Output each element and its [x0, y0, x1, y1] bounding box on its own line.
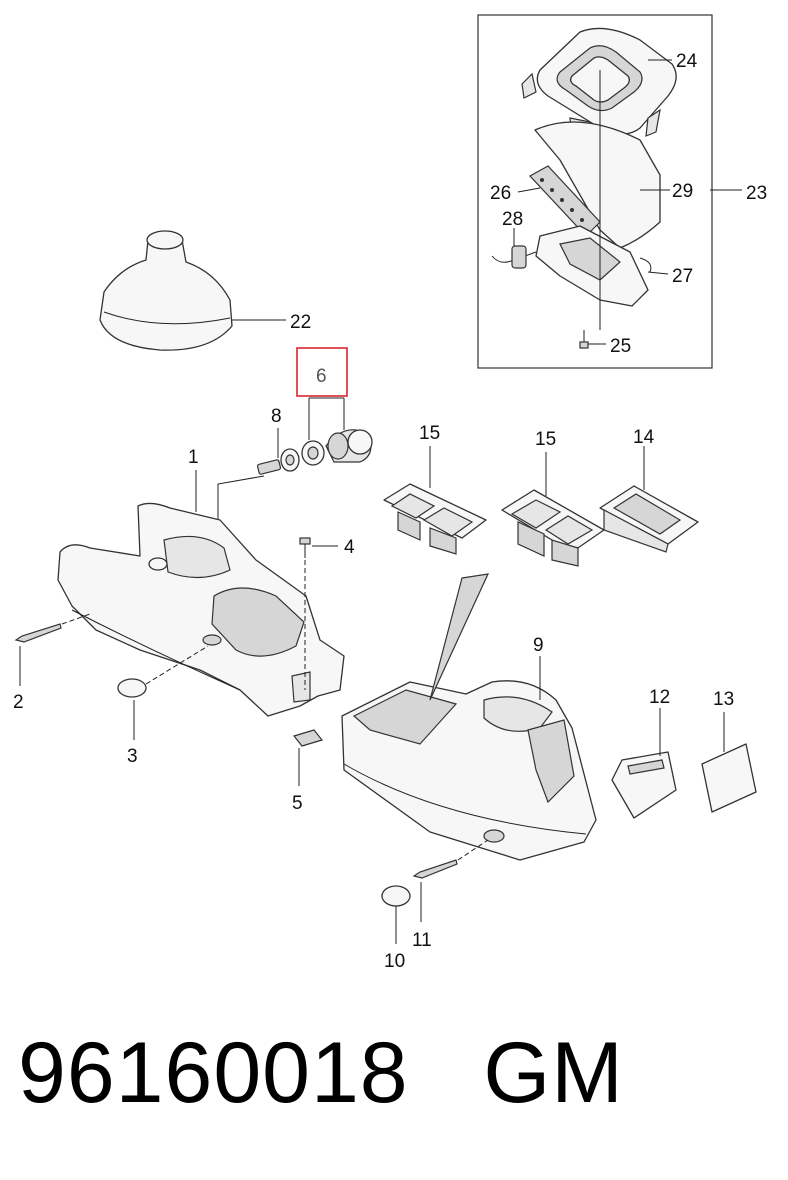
leader-6: [308, 397, 345, 440]
bracket-inner-slot: [559, 237, 621, 281]
leader-27: [647, 271, 669, 275]
part-13-cover[interactable]: [701, 743, 757, 813]
callout-15a: 15: [419, 423, 440, 444]
part-12-cover[interactable]: [611, 751, 677, 819]
part-3-plug[interactable]: [117, 678, 147, 698]
callout-14: 14: [633, 427, 655, 448]
dash-2: [61, 613, 91, 625]
part-number-caption: 96160018 GM: [18, 1030, 624, 1116]
dash-11: [457, 839, 489, 861]
part-9-rear-console[interactable]: [341, 680, 597, 861]
part-2-screw[interactable]: [14, 623, 62, 643]
part-10-plug[interactable]: [381, 885, 411, 907]
brand-name: GM: [483, 1025, 624, 1121]
part-22-shift-boot[interactable]: [99, 230, 233, 351]
callout-24: 24: [676, 51, 698, 72]
part-11-screw[interactable]: [412, 859, 458, 879]
callout-27: 27: [672, 266, 693, 287]
callout-3: 3: [127, 746, 138, 767]
callout-29: 29: [672, 181, 693, 202]
part-28-bulb-wire[interactable]: [491, 245, 537, 269]
part-27-spring-clip: [639, 257, 652, 273]
callout-25: 25: [610, 336, 631, 357]
callout-26: 26: [490, 183, 511, 204]
callout-1: 1: [188, 447, 199, 468]
callout-5: 5: [292, 793, 303, 814]
inset-assembly-box: [477, 14, 713, 369]
part-6-shift-knob-assembly[interactable]: [280, 429, 373, 472]
callout-10: 10: [384, 951, 405, 972]
part-8-shift-shaft[interactable]: [256, 428, 282, 475]
callout-13: 13: [713, 689, 734, 710]
callout-12: 12: [649, 687, 670, 708]
callout-15b: 15: [535, 429, 556, 450]
dash-3: [145, 645, 209, 685]
part-14-storage-tray[interactable]: [599, 485, 699, 553]
highlight-box-part-6: [296, 347, 348, 397]
callout-23: 23: [746, 183, 767, 204]
part-29-selector-housing[interactable]: [534, 121, 661, 249]
part-15-switch-bezel-b[interactable]: [501, 489, 605, 567]
part-24-shift-bezel[interactable]: [521, 27, 677, 137]
part-15-switch-bezel-a[interactable]: [383, 483, 487, 555]
callout-4: 4: [344, 537, 355, 558]
callout-28: 28: [502, 209, 523, 230]
part-number: 96160018: [18, 1025, 409, 1121]
callout-8: 8: [271, 406, 282, 427]
part-4-screw[interactable]: [299, 537, 311, 558]
part-5-clip-nut[interactable]: [292, 729, 324, 747]
leader-26: [517, 187, 541, 193]
callout-22: 22: [290, 312, 311, 333]
callout-9: 9: [533, 635, 544, 656]
callout-11: 11: [412, 930, 432, 951]
callout-6[interactable]: 6: [316, 366, 327, 387]
wedge-arrow: [429, 573, 490, 701]
callout-2: 2: [13, 692, 24, 713]
part-25-screw[interactable]: [579, 330, 589, 349]
part-1-front-console[interactable]: [57, 502, 345, 717]
